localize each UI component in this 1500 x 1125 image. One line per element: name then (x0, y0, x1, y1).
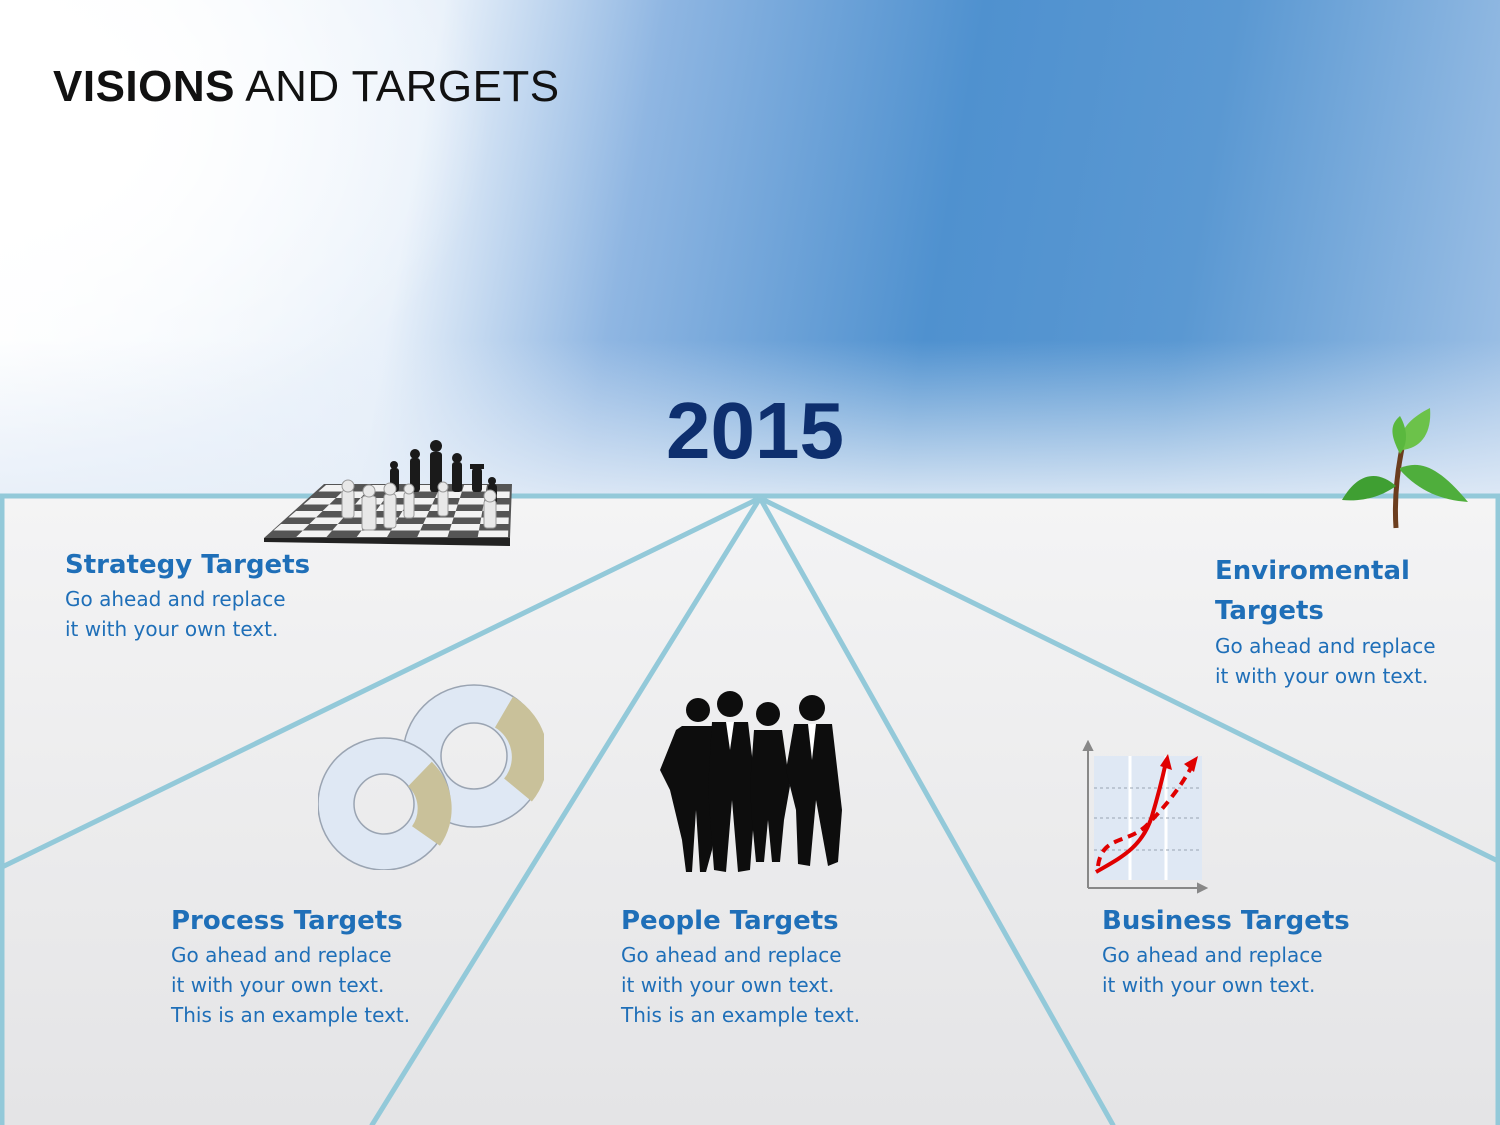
sky-background (0, 0, 1500, 500)
business-targets-heading: Business Targets (1102, 906, 1350, 936)
people-line-3: This is an example text. (621, 1003, 861, 1027)
people-targets-heading: People Targets (621, 906, 839, 936)
strategy-line-1: Go ahead and replace (65, 587, 286, 611)
environmental-heading-line-1: Enviromental (1215, 556, 1410, 586)
process-line-1: Go ahead and replace (171, 943, 392, 967)
process-line-2: it with your own text. (171, 973, 385, 997)
process-targets-heading: Process Targets (171, 906, 403, 936)
environmental-targets-heading: Enviromental Targets (1215, 551, 1436, 631)
people-line-1: Go ahead and replace (621, 943, 842, 967)
business-line-2: it with your own text. (1102, 973, 1316, 997)
environmental-targets-block: Enviromental Targets Go ahead and replac… (1215, 551, 1436, 691)
people-line-2: it with your own text. (621, 973, 835, 997)
slide-title: VISIONS AND TARGETS (53, 62, 560, 112)
business-line-1: Go ahead and replace (1102, 943, 1323, 967)
strategy-targets-heading: Strategy Targets (65, 550, 311, 580)
people-targets-text: Go ahead and replace it with your own te… (621, 940, 860, 1030)
business-targets-block: Business Targets Go ahead and replace it… (1102, 902, 1350, 1000)
strategy-line-2: it with your own text. (65, 617, 279, 641)
environmental-heading-line-2: Targets (1215, 596, 1324, 626)
business-targets-text: Go ahead and replace it with your own te… (1102, 940, 1350, 1000)
growth-chart-icon (1082, 740, 1209, 894)
strategy-targets-text: Go ahead and replace it with your own te… (65, 584, 310, 644)
environmental-line-2: it with your own text. (1215, 664, 1429, 688)
process-line-3: This is an example text. (171, 1003, 411, 1027)
title-rest-part: AND TARGETS (235, 62, 560, 111)
business-people-icon (660, 691, 842, 872)
environmental-targets-text: Go ahead and replace it with your own te… (1215, 631, 1436, 691)
year-label: 2015 (666, 386, 844, 475)
strategy-targets-block: Strategy Targets Go ahead and replace it… (65, 546, 310, 644)
process-targets-block: Process Targets Go ahead and replace it … (171, 902, 410, 1030)
people-targets-block: People Targets Go ahead and replace it w… (621, 902, 860, 1030)
environmental-line-1: Go ahead and replace (1215, 634, 1436, 658)
cycle-arrows-icon (318, 684, 544, 870)
plant-sprout-icon (1342, 408, 1468, 529)
process-targets-text: Go ahead and replace it with your own te… (171, 940, 410, 1030)
chessboard-icon (264, 440, 512, 546)
title-bold-part: VISIONS (53, 62, 235, 111)
